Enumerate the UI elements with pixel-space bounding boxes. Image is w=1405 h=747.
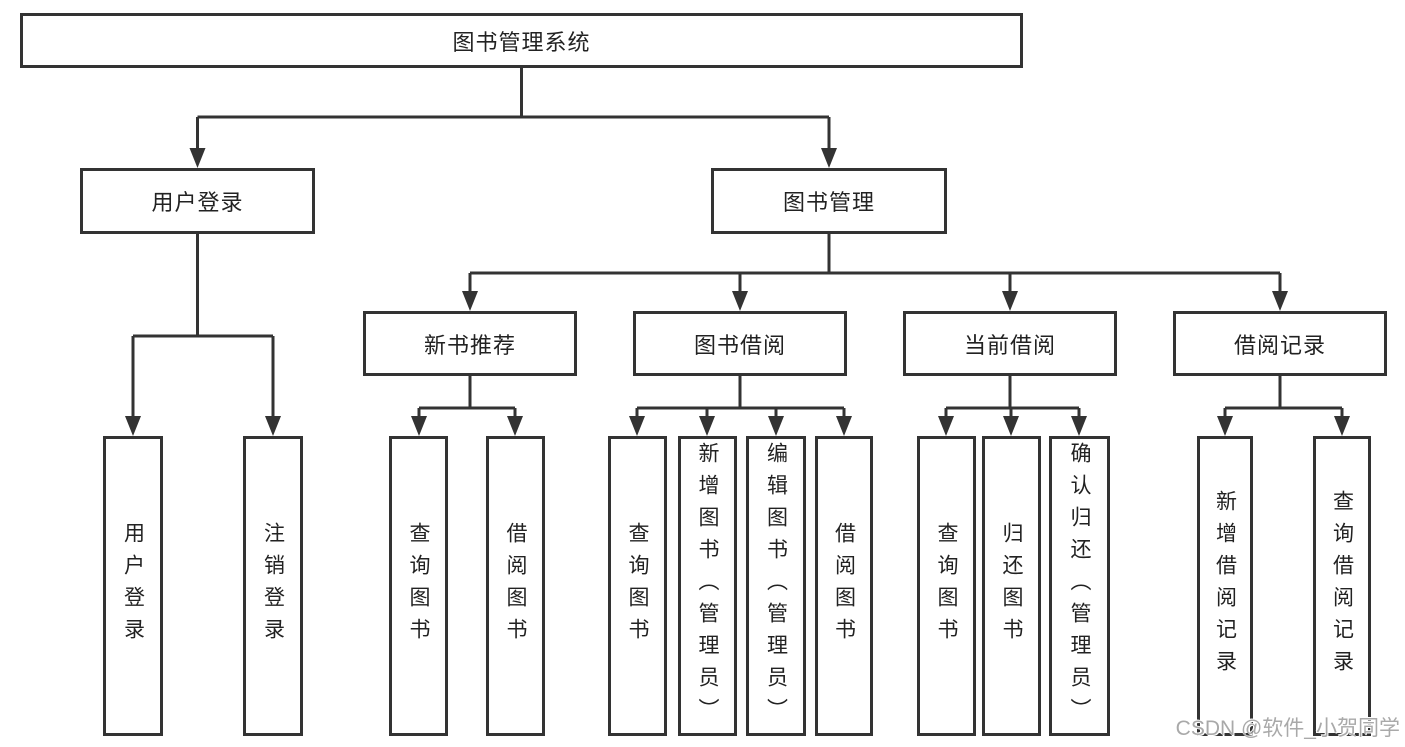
node-label: 新书推荐 [423,332,516,358]
leaf-label: 借阅图书 [504,522,527,650]
node-label: 借阅记录 [1233,332,1326,358]
node-user-login: 用户登录 [80,168,315,234]
node-label: 图书管理系统 [452,29,591,55]
node-label: 用户登录 [151,190,244,215]
leaf-label: 新增借阅记录 [1213,490,1237,682]
leaf-edit-books-admin: 编辑图书（管理员） [746,436,806,736]
node-borrow-records: 借阅记录 [1173,311,1387,376]
leaf-borrow-books: 借阅图书 [815,436,873,736]
node-current-borrow: 当前借阅 [903,311,1117,376]
leaf-label: 注销登录 [261,522,285,650]
leaf-user-login: 用户登录 [103,436,163,736]
leaf-label: 借阅图书 [832,522,856,650]
leaf-add-books-admin: 新增图书（管理员） [678,436,737,736]
csdn-watermark: CSDN @软件_小贺同学 [1175,717,1400,740]
leaf-label: 查询图书 [626,522,649,650]
leaf-return-books: 归还图书 [982,436,1041,736]
leaf-label: 编辑图书（管理员） [764,442,788,730]
node-book-borrow: 图书借阅 [633,311,847,376]
leaf-label: 用户登录 [121,522,145,650]
leaf-query-books: 查询图书 [917,436,976,736]
leaf-confirm-return-admin: 确认归还（管理员） [1049,436,1110,736]
node-new-book-recommend: 新书推荐 [363,311,577,376]
node-label: 图书管理 [782,190,875,215]
leaf-label: 查询借阅记录 [1330,490,1354,682]
leaf-label: 确认归还（管理员） [1068,442,1091,730]
leaf-label: 归还图书 [1000,522,1023,650]
leaf-label: 查询图书 [935,522,958,650]
leaf-add-borrow-record: 新增借阅记录 [1197,436,1253,736]
node-label: 图书借阅 [693,332,786,358]
leaf-borrow-books: 借阅图书 [486,436,545,736]
node-book-management: 图书管理 [711,168,947,234]
arrowheads [125,148,1350,436]
leaf-query-borrow-record: 查询借阅记录 [1313,436,1371,736]
leaf-logout: 注销登录 [243,436,303,736]
leaf-label: 新增图书（管理员） [696,442,719,730]
node-label: 当前借阅 [963,332,1056,358]
leaf-label: 查询图书 [407,522,430,650]
leaf-query-books: 查询图书 [608,436,667,736]
node-library-management-system: 图书管理系统 [20,13,1023,68]
leaf-query-books: 查询图书 [389,436,448,736]
